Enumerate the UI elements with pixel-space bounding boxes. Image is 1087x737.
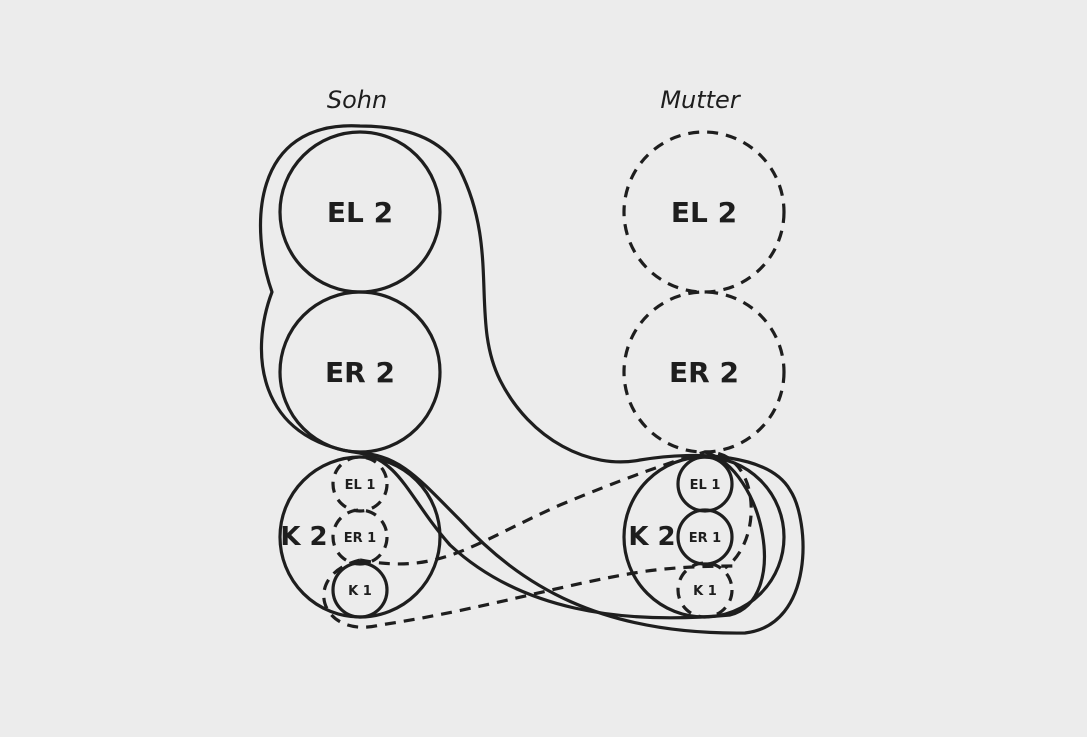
sohn-er2-circle — [278, 290, 442, 454]
dashed-link-lower — [322, 558, 741, 629]
mutter-el2-circle — [622, 130, 786, 294]
mutter-er2-label: ER 2 — [669, 356, 739, 389]
sohn-k1-label: K 1 — [348, 584, 372, 599]
header-sohn: Sohn — [327, 86, 387, 114]
dashed-link-upper — [359, 450, 753, 570]
connector-loop-sohn-k2 — [358, 450, 766, 620]
mutter-er1-label: ER 1 — [689, 531, 721, 546]
enclosure-loop-sohn-parents — [258, 124, 805, 635]
mutter-el2-label: EL 2 — [671, 196, 737, 229]
sohn-k1-circle — [331, 561, 389, 619]
sohn-el2-label: EL 2 — [327, 196, 393, 229]
mutter-el1-label: EL 1 — [690, 478, 721, 493]
sohn-er2-label: ER 2 — [325, 356, 395, 389]
mutter-k1-circle — [676, 561, 734, 619]
sohn-er1-label: ER 1 — [344, 531, 376, 546]
mutter-k2-label: K 2 — [628, 522, 675, 552]
mutter-er1-circle — [676, 508, 734, 566]
header-mutter: Mutter — [660, 86, 742, 114]
mutter-er2-circle — [622, 290, 786, 454]
sohn-el1-circle — [331, 455, 389, 513]
sohn-k2-label: K 2 — [280, 522, 327, 552]
mutter-k1-label: K 1 — [693, 584, 717, 599]
sohn-el1-label: EL 1 — [345, 478, 376, 493]
